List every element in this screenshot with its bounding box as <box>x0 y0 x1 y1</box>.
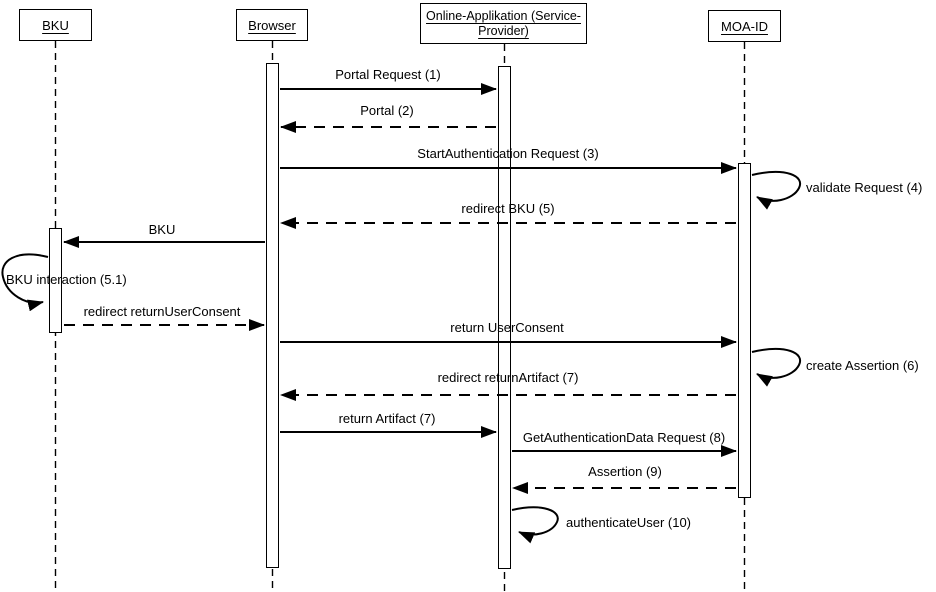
loop-bku-interaction <box>1 253 49 312</box>
actor-label-browser: Browser <box>248 17 296 33</box>
message-label-get-authentication-data: GetAuthenticationData Request (8) <box>522 430 726 445</box>
message-label-start-authentication: StartAuthentication Request (3) <box>417 146 599 161</box>
message-label-assertion: Assertion (9) <box>588 464 662 479</box>
actor-box-bku: BKU <box>19 9 92 41</box>
message-label-redirect-return-artifact: redirect returnArtifact (7) <box>437 370 579 385</box>
message-label-portal-request: Portal Request (1) <box>335 67 441 82</box>
message-label-create-assertion: create Assertion (6) <box>806 358 919 373</box>
message-label-redirect-return-user-consent: redirect returnUserConsent <box>83 304 241 319</box>
activation-bar-online-app <box>498 66 511 569</box>
loop-authenticate-user <box>511 506 559 544</box>
loop-validate-request <box>751 171 802 210</box>
message-label-validate-request: validate Request (4) <box>806 180 923 195</box>
loop-create-assertion <box>751 348 802 387</box>
activation-bar-moa-id <box>738 163 751 498</box>
message-label-return-user-consent: return UserConsent <box>450 320 564 335</box>
message-label-authenticate-user: authenticateUser (10) <box>566 515 692 530</box>
actor-label-online-app: Online-Applikation (Service-Provider) <box>426 8 581 38</box>
message-label-portal-return: Portal (2) <box>360 103 414 118</box>
activation-bar-browser <box>266 63 279 568</box>
actor-box-browser: Browser <box>236 9 308 41</box>
actor-label-bku: BKU <box>42 17 69 33</box>
message-label-return-artifact: return Artifact (7) <box>338 411 436 426</box>
message-label-bku: BKU <box>148 222 176 237</box>
actor-label-moa-id: MOA-ID <box>721 18 768 34</box>
message-label-redirect-bku: redirect BKU (5) <box>461 201 555 216</box>
message-label-bku-interaction: BKU interaction (5.1) <box>6 272 127 287</box>
actor-box-online-app: Online-Applikation (Service-Provider) <box>420 3 587 44</box>
activation-bar-bku <box>49 228 62 333</box>
actor-box-moa-id: MOA-ID <box>708 10 781 42</box>
